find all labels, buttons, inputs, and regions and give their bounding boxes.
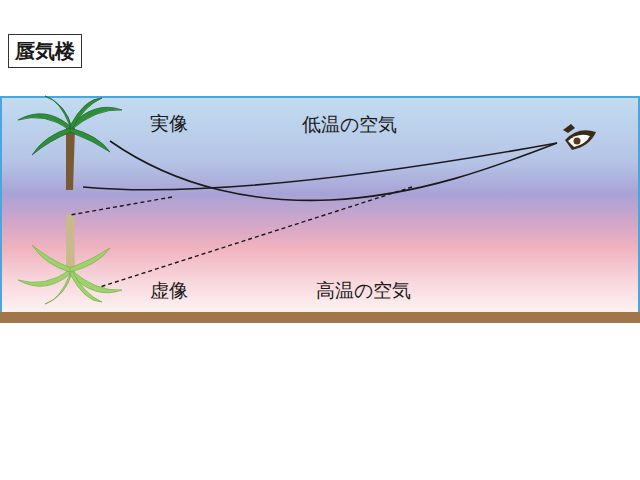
apparent-ray xyxy=(100,187,412,287)
light-ray xyxy=(83,143,557,190)
diagram-title: 蜃気楼 xyxy=(8,34,82,68)
virtual-palm xyxy=(18,215,122,304)
region-label: 高温の空気 xyxy=(316,279,411,302)
ground xyxy=(0,312,640,323)
apparent-ray xyxy=(70,197,172,215)
region-label: 低温の空気 xyxy=(302,113,397,136)
real-palm xyxy=(18,96,122,190)
region-label: 虚像 xyxy=(150,279,188,302)
air-panel xyxy=(1,97,639,313)
region-label: 実像 xyxy=(150,112,188,135)
eye-symbol xyxy=(563,124,596,150)
light-ray xyxy=(110,141,557,200)
